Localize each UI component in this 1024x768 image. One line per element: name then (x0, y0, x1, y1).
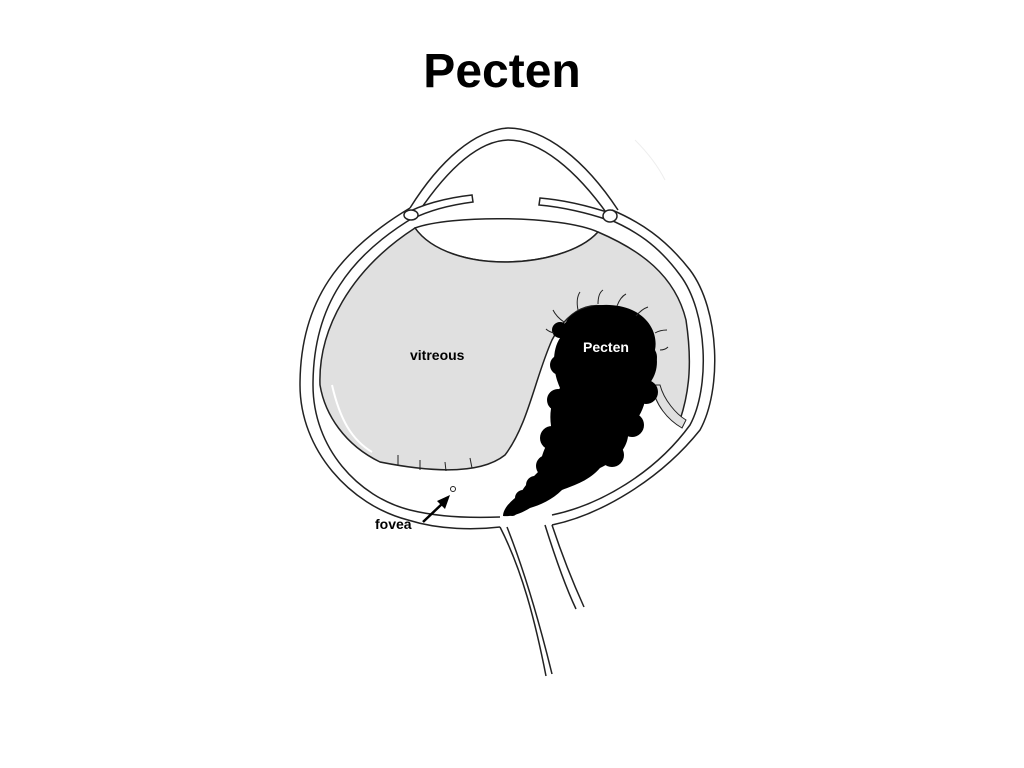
pecten-hairs (545, 289, 669, 351)
fovea-point (450, 486, 456, 492)
cornea (409, 127, 619, 211)
vitreous-right-pocket (651, 384, 687, 429)
slide-title: Pecten (423, 45, 581, 98)
optic-nerve (499, 524, 585, 677)
sclera-inner (312, 215, 704, 519)
vitreous-ticks (397, 455, 473, 472)
ciliary-body-right (602, 209, 618, 223)
label-vitreous: vitreous (410, 347, 465, 363)
ciliary-body-left (403, 209, 419, 221)
pecten-structure (503, 304, 658, 517)
lens-highlight (634, 139, 666, 181)
wall-highlight-left (331, 384, 373, 453)
label-pecten: Pecten (583, 339, 629, 355)
sclera-outer (299, 207, 716, 530)
fovea-arrow (422, 495, 450, 523)
iris-left (403, 194, 474, 220)
iris-right (538, 197, 615, 221)
cornea-inner (417, 139, 609, 216)
label-fovea: fovea (375, 516, 412, 532)
